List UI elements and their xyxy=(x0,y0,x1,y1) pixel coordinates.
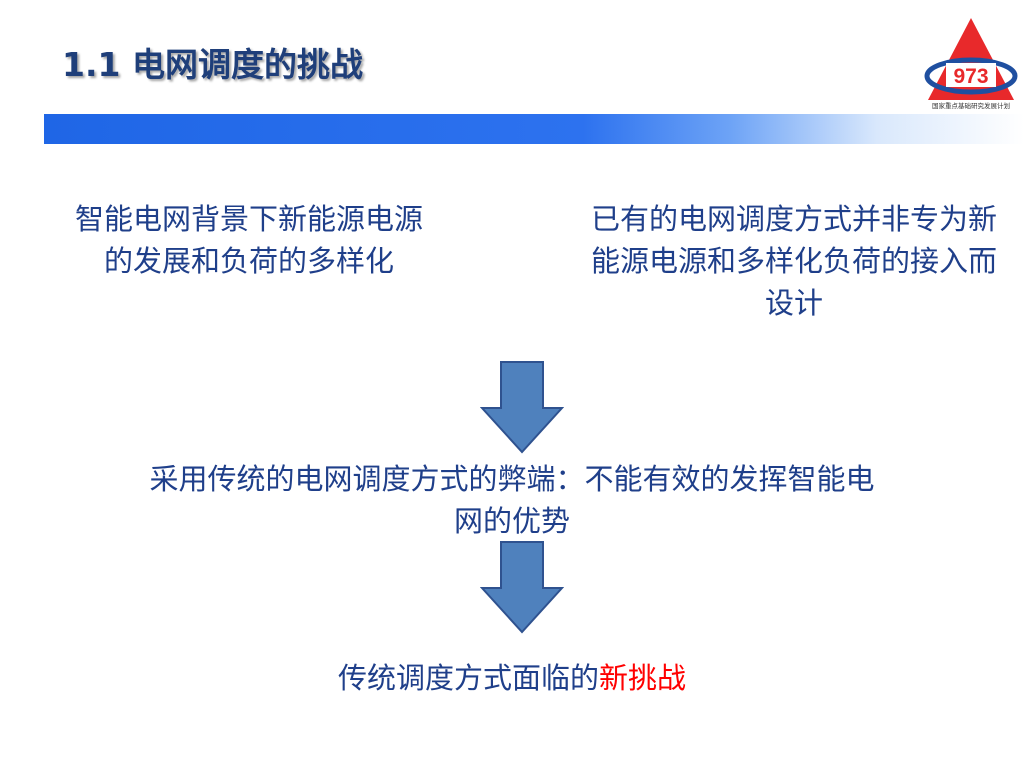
logo-ring xyxy=(924,57,1018,95)
middle-text-block: 采用传统的电网调度方式的弊端：不能有效的发挥智能电网的优势 xyxy=(149,462,875,538)
slide-title: 1.1 电网调度的挑战 xyxy=(62,45,363,84)
bottom-text-prefix: 传统调度方式面临的 xyxy=(337,661,599,695)
program-973-logo: 973 xyxy=(924,18,1018,100)
left-text-block: 智能电网背景下新能源电源的发展和负荷的多样化 xyxy=(74,202,423,278)
logo-caption: 国家重点基础研究发展计划 xyxy=(932,102,1010,110)
logo-number-plate xyxy=(946,63,996,87)
logo-number: 973 xyxy=(953,65,988,88)
new-challenge-highlight: 新挑战 xyxy=(599,661,687,695)
bottom-text-block: 传统调度方式面临的新挑战 xyxy=(160,657,864,699)
down-arrow-icon xyxy=(480,361,564,454)
title-band xyxy=(44,114,1024,144)
down-arrow-icon xyxy=(480,541,564,634)
right-text-block: 已有的电网调度方式并非专为新能源电源和多样化负荷的接入而设计 xyxy=(590,202,997,320)
